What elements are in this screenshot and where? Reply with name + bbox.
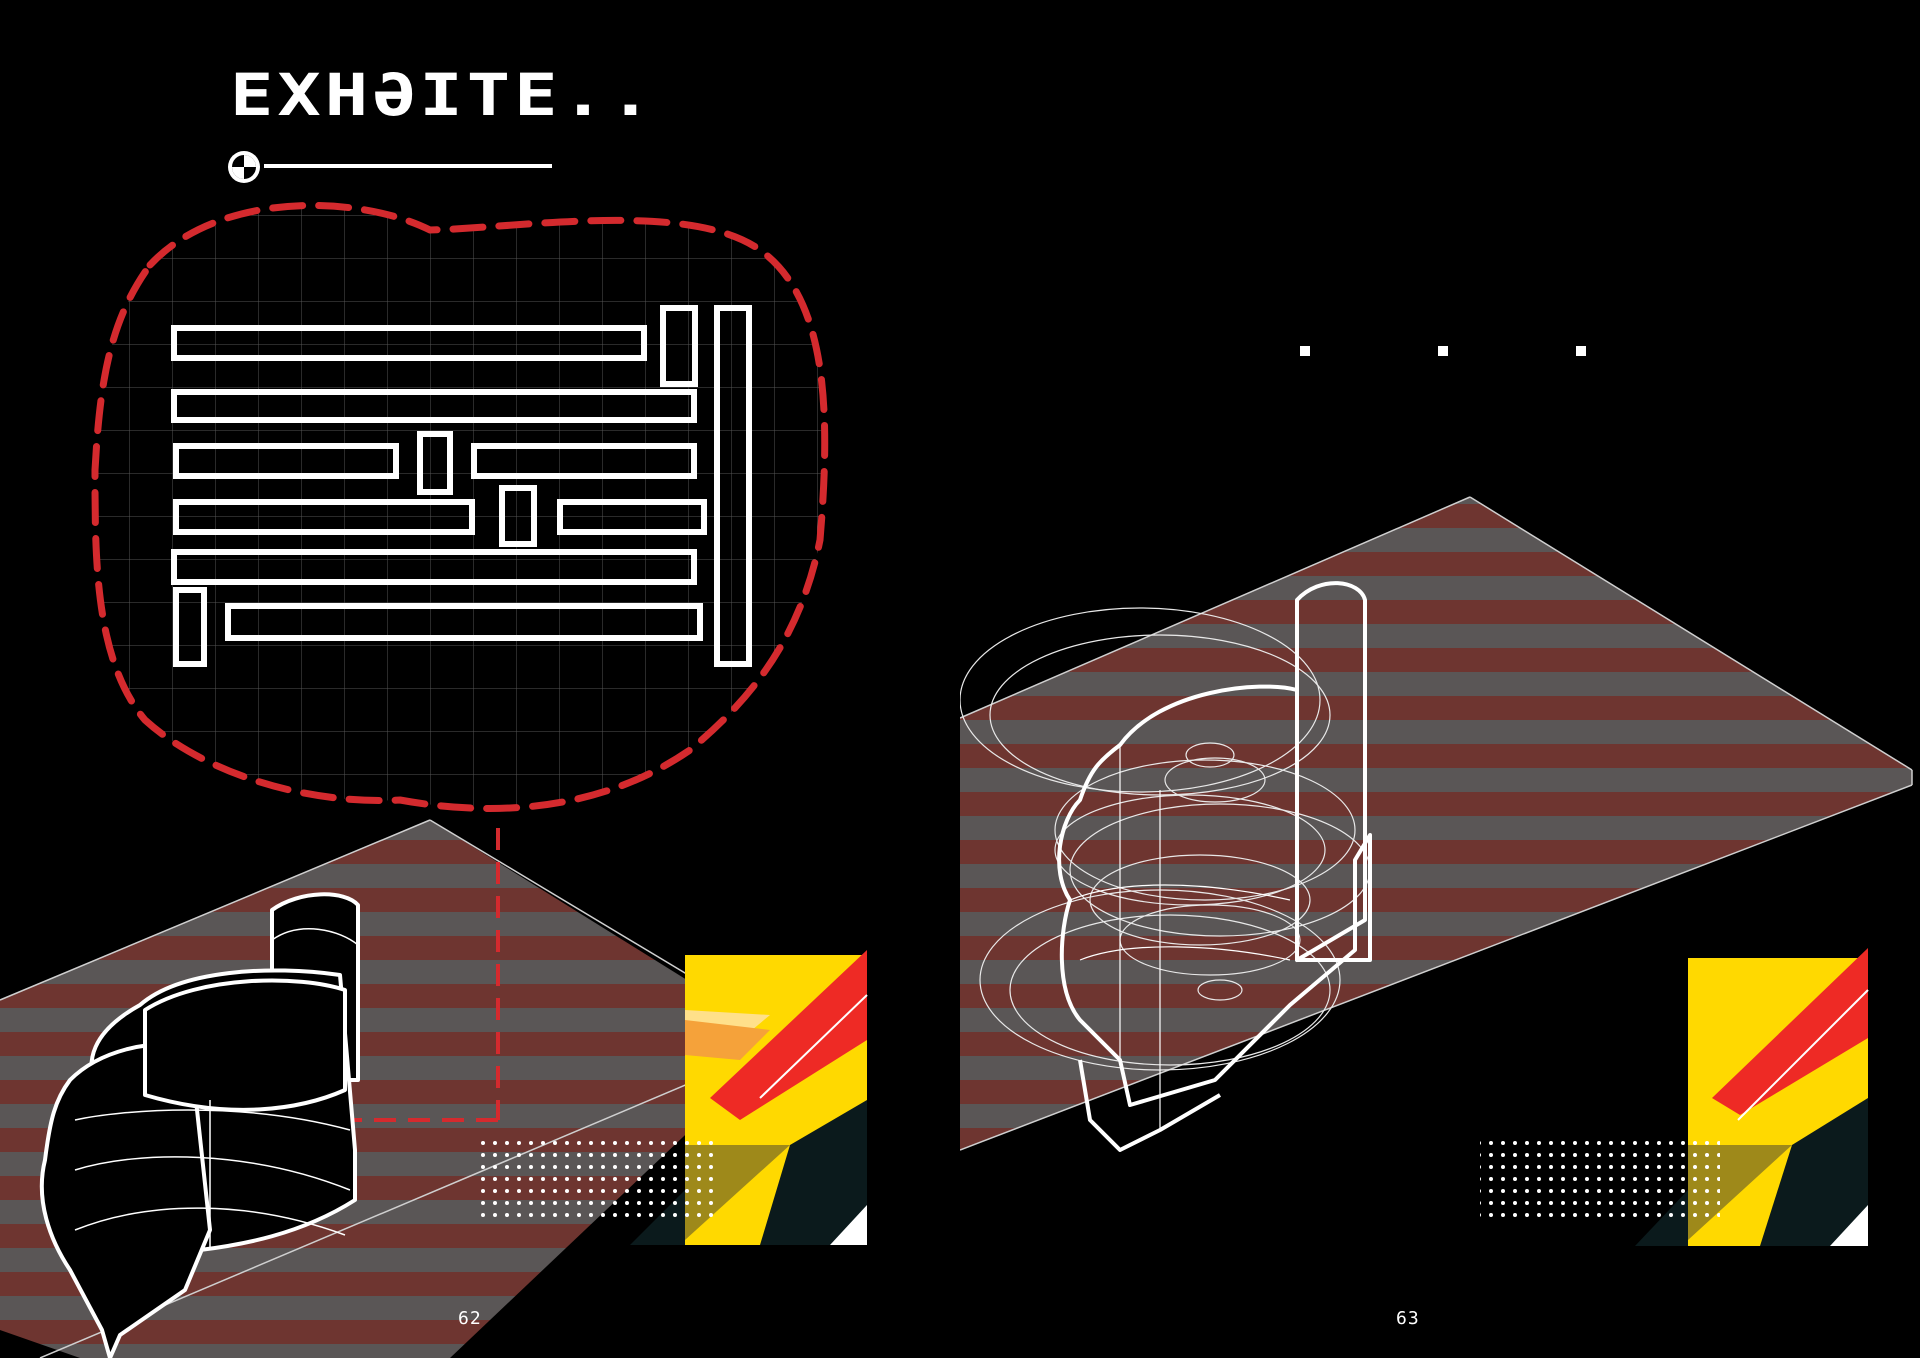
dot-pattern xyxy=(1480,1133,1720,1225)
left-page-artwork xyxy=(0,151,960,1358)
right-page-artwork xyxy=(960,346,1913,1246)
striped-ground-plane xyxy=(960,497,1912,1150)
marker-square xyxy=(1300,346,1310,356)
page-title: EXHƏITE.. xyxy=(230,61,657,129)
dot-pattern xyxy=(478,1133,718,1225)
left-page: EXHƏITE.. 62 xyxy=(0,61,960,1358)
marker-square xyxy=(1576,346,1586,356)
floor-plan xyxy=(171,305,752,667)
marker-square xyxy=(1438,346,1448,356)
building-model xyxy=(39,892,360,1358)
dashed-boundary xyxy=(91,202,829,812)
right-page: 63 xyxy=(960,0,1920,1358)
target-icon xyxy=(228,151,260,183)
page-number-left: 62 xyxy=(458,1308,482,1329)
building-model xyxy=(1057,581,1372,1152)
page-number-right: 63 xyxy=(1396,1308,1420,1329)
